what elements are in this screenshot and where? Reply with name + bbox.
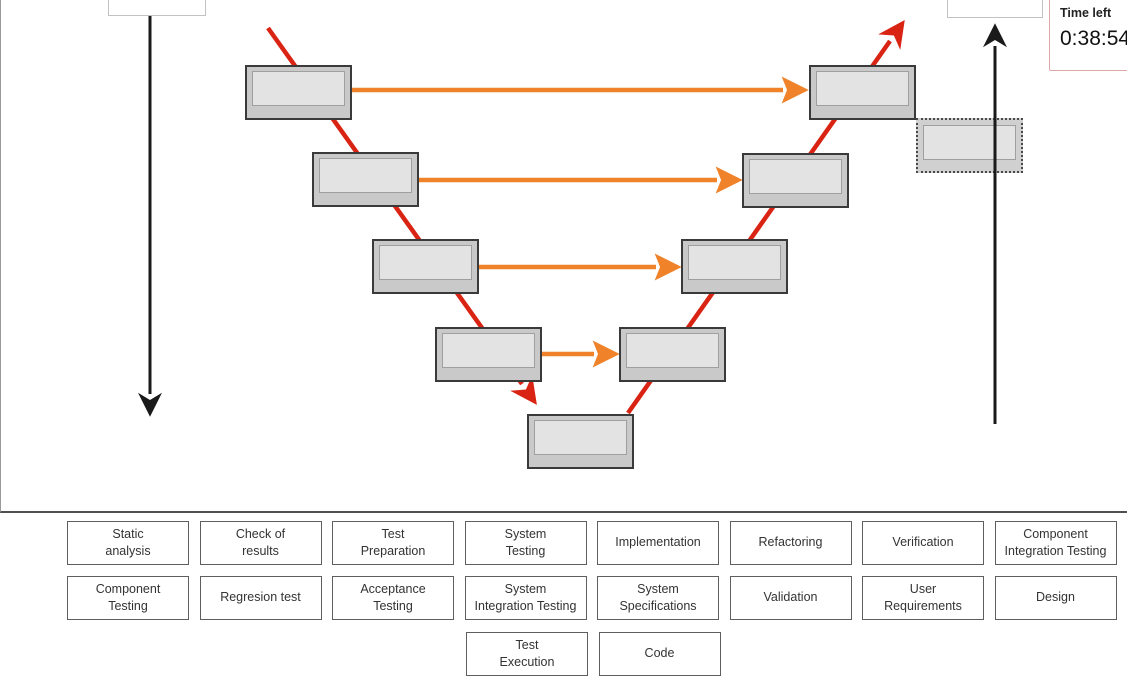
label-chip-line: Regresion test [220, 590, 301, 605]
label-chip[interactable]: Refactoring [729, 521, 852, 565]
label-chip-line: results [242, 544, 279, 558]
label-chip[interactable]: Code [598, 632, 721, 676]
drop-slot-inner [688, 245, 781, 280]
label-chip[interactable]: Check of results [199, 521, 322, 565]
label-chip-line: Testing [373, 599, 413, 613]
label-chip[interactable]: Verification [862, 521, 984, 565]
label-chip-line: Validation [763, 590, 818, 605]
label-chip[interactable]: Regresion test [199, 576, 322, 620]
label-chip-line: System [504, 526, 547, 541]
label-chip-line: Acceptance [360, 581, 426, 596]
label-chip-line: Check of [235, 526, 286, 541]
label-chip-line: User [909, 581, 937, 596]
timer-panel: Time left 0:38:54 [1049, 0, 1127, 71]
label-chip-line: Test [515, 637, 539, 652]
label-chip-line: Verification [892, 535, 954, 550]
label-chip[interactable]: Design [994, 576, 1117, 620]
drop-slot-inner [534, 420, 627, 455]
label-chip-line: Preparation [360, 544, 426, 558]
drop-slot-inner [379, 245, 472, 280]
timer-label: Time left [1060, 6, 1112, 20]
drop-slot-inner [626, 333, 719, 368]
timer-value: 0:38:54 [1060, 27, 1127, 50]
label-chip-line: Requirements [884, 599, 962, 613]
drop-slot-left-1[interactable] [245, 65, 352, 120]
label-chip-line: Static [112, 526, 144, 541]
label-chip[interactable]: Implementation [597, 521, 719, 565]
label-chip-line: analysis [105, 544, 151, 558]
drop-slot-right-4[interactable] [619, 327, 726, 382]
drop-slot-inner [923, 125, 1016, 160]
drop-slot-right-1[interactable] [809, 65, 916, 120]
drop-slot-inner [252, 71, 345, 106]
drop-slot-left-3[interactable] [372, 239, 479, 294]
label-chip-line: System [637, 581, 679, 596]
diagram-canvas: Time left 0:38:54 [0, 0, 1127, 513]
drop-slot-inner [749, 159, 842, 194]
label-chip-line: Execution [499, 655, 555, 669]
label-chip-line: Integration Testing [474, 599, 577, 613]
drop-slot-inner [816, 71, 909, 106]
label-chip-line: Testing [108, 599, 148, 613]
label-chip-line: Specifications [619, 599, 697, 613]
label-chip-line: System [504, 581, 547, 596]
drop-slot-right-2[interactable] [742, 153, 849, 208]
label-chip[interactable]: Static analysis [67, 521, 189, 565]
label-chip-line: Component [95, 581, 161, 596]
drop-slot-inner [319, 158, 412, 193]
drop-slot-inner [442, 333, 535, 368]
top-right-slot[interactable] [947, 0, 1043, 18]
drop-slot-active[interactable] [916, 118, 1023, 173]
label-chip-line: Design [1036, 590, 1075, 605]
label-chip-line: Implementation [615, 535, 701, 550]
label-chip-line: Test [381, 526, 405, 541]
label-chip-line: Component [1023, 526, 1088, 541]
label-chip-line: Testing [505, 544, 546, 558]
label-chip-line: Refactoring [758, 535, 823, 550]
label-chip[interactable]: Validation [729, 576, 852, 620]
drop-slot-left-4[interactable] [435, 327, 542, 382]
drop-slot-right-3[interactable] [681, 239, 788, 294]
drop-slot-bottom[interactable] [527, 414, 634, 469]
label-chip-line: Integration Testing [1004, 544, 1107, 558]
drop-slot-left-2[interactable] [312, 152, 419, 207]
label-chip-line: Code [644, 646, 675, 661]
top-left-slot[interactable] [108, 0, 206, 16]
